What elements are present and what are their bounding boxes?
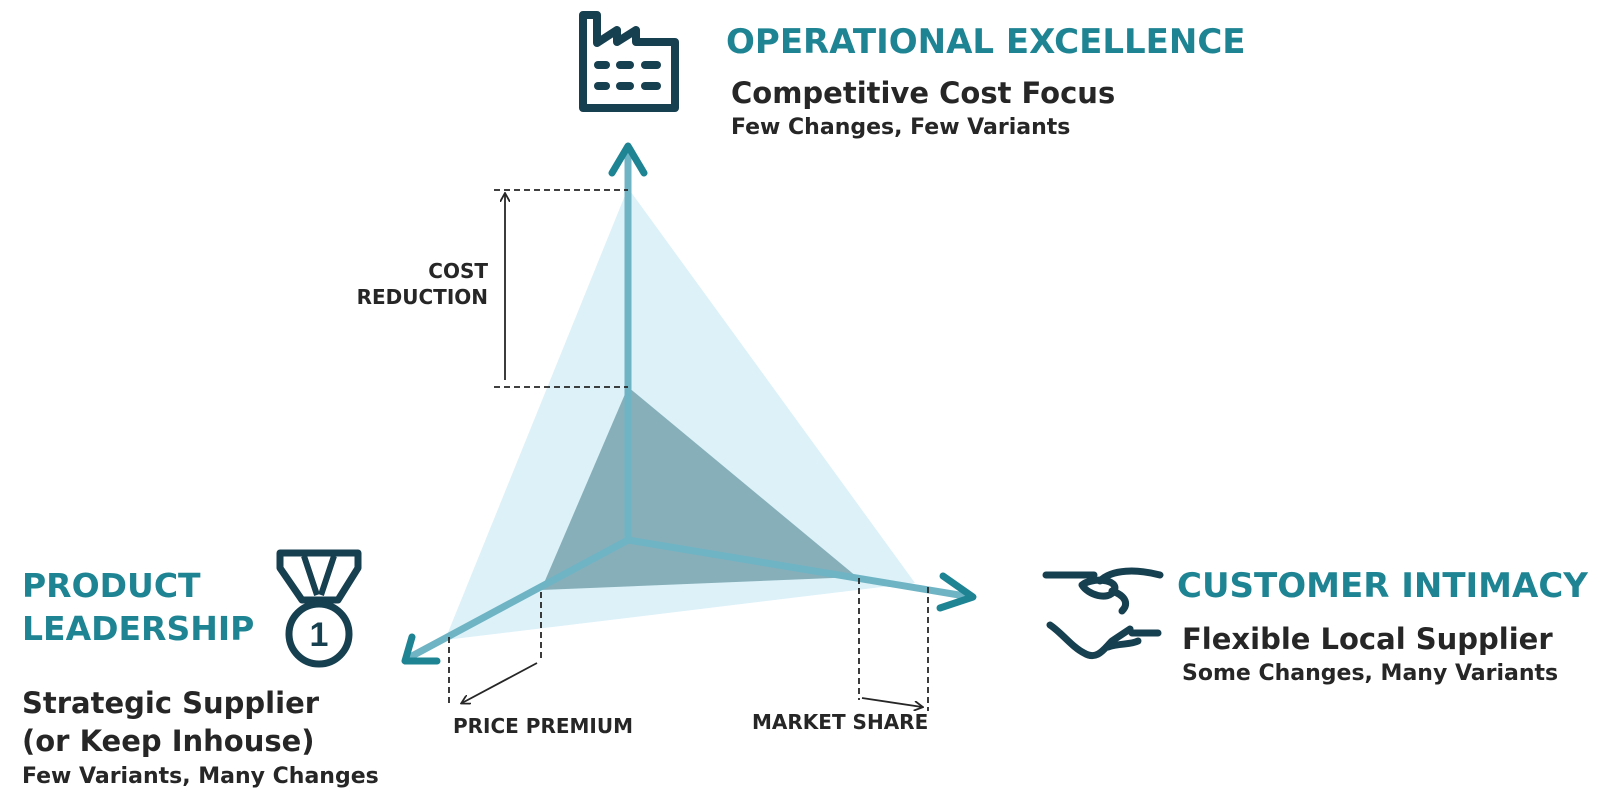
arrowhead-operational	[608, 142, 648, 177]
price-premium-dimension	[448, 592, 542, 706]
product-leadership-detail: Few Variants, Many Changes	[22, 764, 379, 789]
cost-reduction-label-line1: COST	[428, 259, 488, 283]
market-share-arrow	[861, 697, 922, 707]
customer-intimacy-detail: Some Changes, Many Variants	[1182, 661, 1559, 686]
operational-excellence-subtitle: Competitive Cost Focus	[731, 76, 1116, 110]
medal-icon: 1	[276, 549, 362, 668]
operational-excellence-title: OPERATIONAL EXCELLENCE	[726, 22, 1246, 62]
cost-reduction-label-line2: REDUCTION	[356, 285, 488, 309]
market-share-dimension	[858, 578, 929, 711]
product-leadership-subtitle-line2: (or Keep Inhouse)	[22, 724, 315, 758]
product-leadership-title-line1: PRODUCT	[22, 566, 201, 605]
customer-intimacy-title: CUSTOMER INTIMACY	[1177, 566, 1588, 606]
product-leadership-title-line2: LEADERSHIP	[22, 609, 255, 648]
factory-icon	[579, 11, 679, 112]
arrowhead-customer	[936, 572, 977, 612]
operational-excellence-detail: Few Changes, Few Variants	[731, 115, 1071, 140]
svg-text:1: 1	[310, 616, 329, 654]
handshake-icon	[1042, 567, 1164, 660]
arrowhead-product	[401, 633, 441, 665]
axes	[408, 149, 969, 660]
market-share-label: MARKET SHARE	[752, 710, 929, 734]
axis-customer	[624, 536, 969, 600]
inner-triangle	[541, 387, 857, 590]
price-premium-label: PRICE PREMIUM	[453, 714, 634, 738]
outer-triangle	[445, 188, 915, 640]
customer-intimacy-subtitle: Flexible Local Supplier	[1182, 622, 1553, 656]
axis-product	[408, 536, 632, 660]
cost-reduction-dimension	[494, 189, 628, 388]
price-premium-arrow	[462, 662, 538, 703]
product-leadership-subtitle-line1: Strategic Supplier	[22, 686, 320, 720]
axis-arrowheads	[401, 142, 977, 665]
